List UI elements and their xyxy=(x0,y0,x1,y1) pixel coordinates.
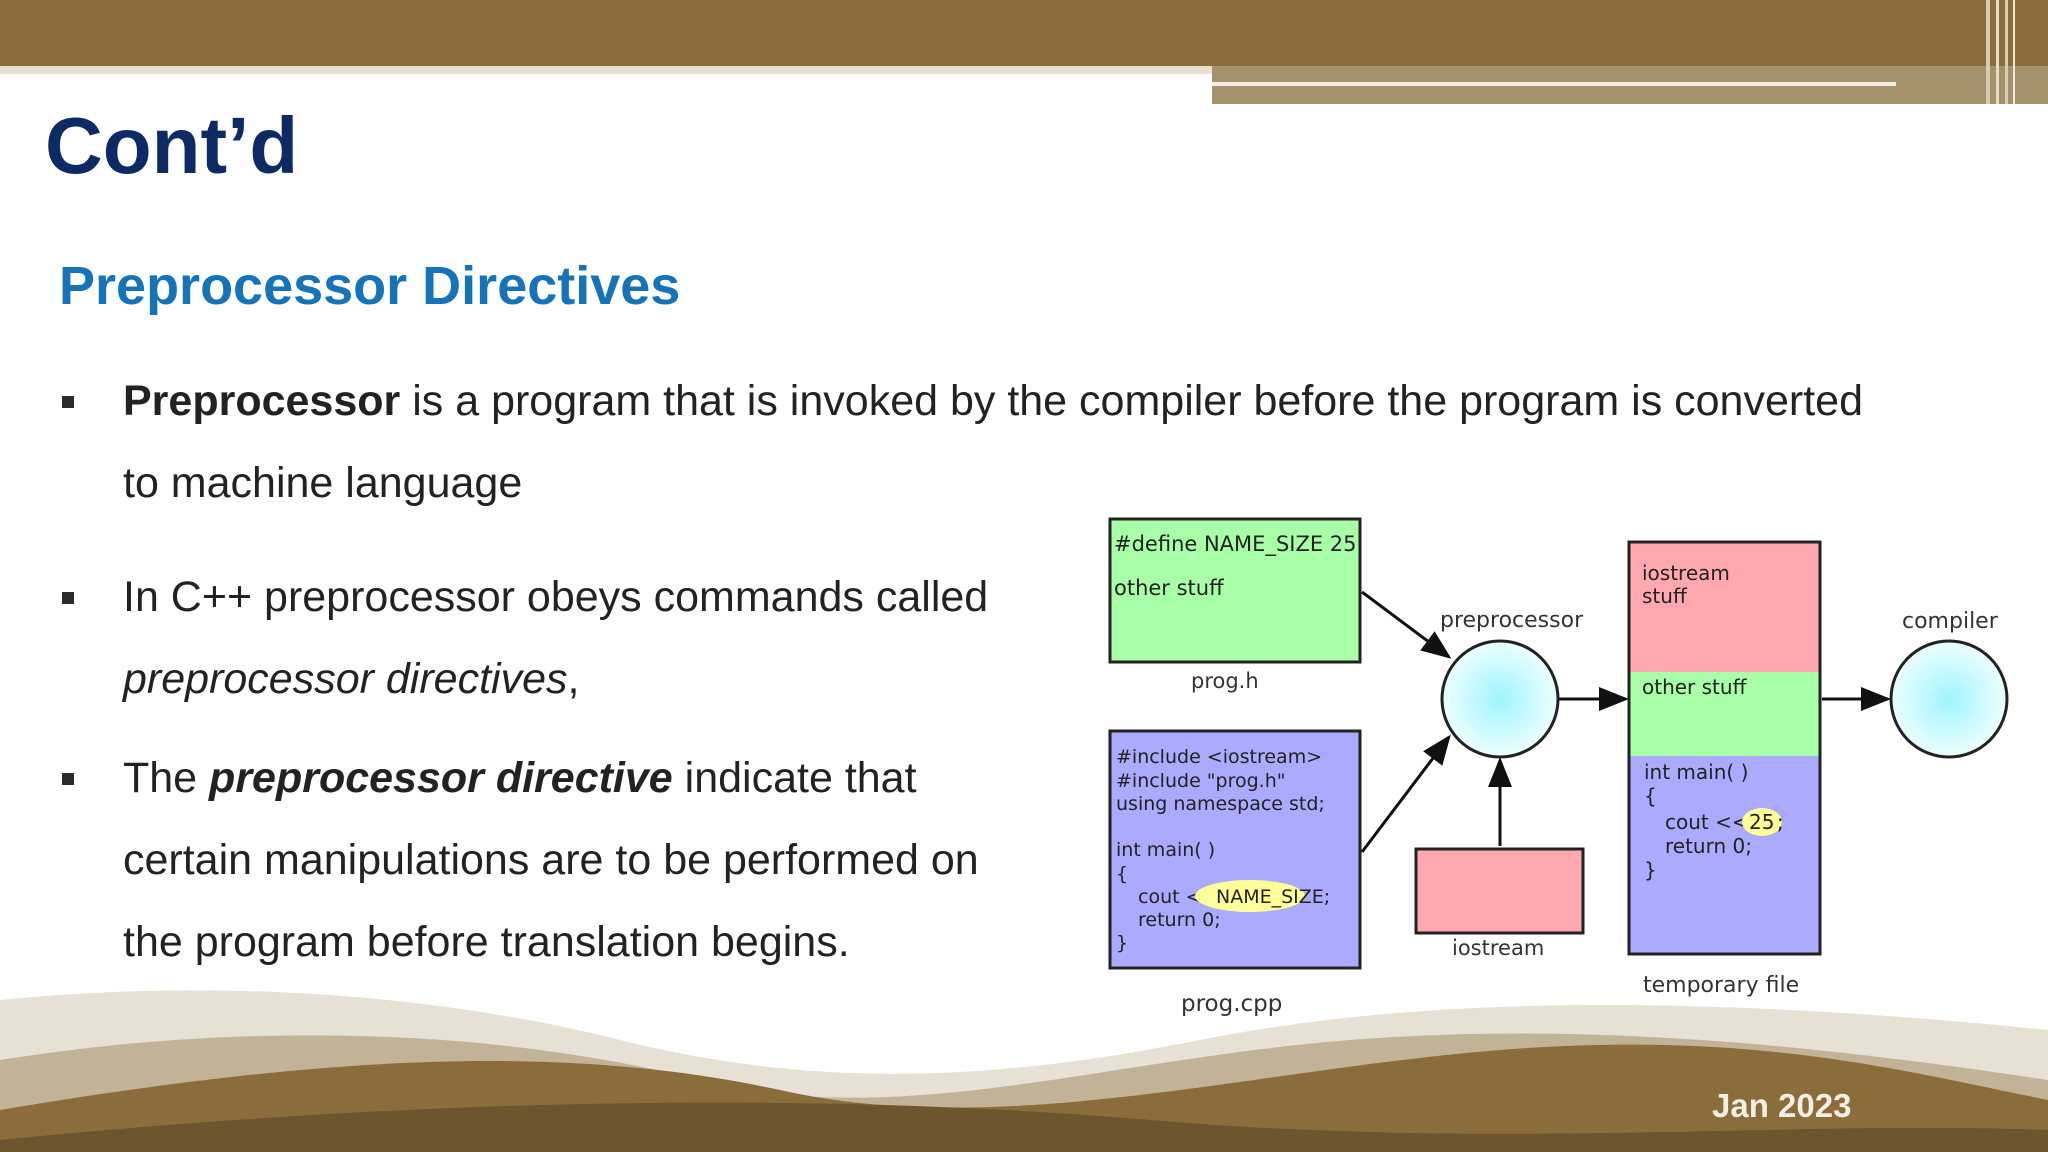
prog-cpp-line: } xyxy=(1116,932,1128,954)
prog-cpp-line: return 0; xyxy=(1138,909,1221,931)
temp-top-line: iostream xyxy=(1642,561,1730,585)
prog-cpp-box xyxy=(1108,729,1362,970)
temp-bottom-line: int main( ) xyxy=(1644,760,1748,784)
iostream-box xyxy=(1414,847,1585,935)
bullet-3-line-2: certain manipulations are to be performe… xyxy=(123,836,979,884)
bullet-1-line-2: to machine language xyxy=(123,459,523,507)
value-25-highlight xyxy=(1742,808,1782,836)
prog-h-box xyxy=(1108,517,1362,664)
bullet-3-line-3: the program before translation begins. xyxy=(123,918,850,966)
prog-cpp-label: prog.cpp xyxy=(1181,991,1282,1017)
temp-top-line: stuff xyxy=(1642,584,1688,608)
temp-bottom-line: { xyxy=(1644,784,1657,808)
arrow-progh-to-preprocessor xyxy=(1361,590,1452,659)
bullet-3-line-1: The preprocessor directive indicate that xyxy=(123,757,917,800)
temp-file-label: temporary file xyxy=(1643,973,1799,998)
prog-cpp-line: #include <iostream> xyxy=(1116,746,1322,768)
prog-h-line-2: other stuff xyxy=(1114,576,1224,600)
slide-subtitle: Preprocessor Directives xyxy=(59,256,681,316)
bullet-3-lead: The xyxy=(123,754,210,802)
temp-file-box xyxy=(1627,540,1822,956)
temp-bottom-line: } xyxy=(1644,858,1657,882)
name-size-highlight xyxy=(1195,880,1305,912)
prog-cpp-line: #include "prog.h" xyxy=(1116,770,1286,792)
prog-cpp-line: NAME_SIZE; xyxy=(1216,886,1330,908)
slide-date: Jan 2023 xyxy=(1712,1087,1852,1124)
temp-file-middle xyxy=(1629,672,1820,756)
bullet-2-line-2: preprocessor directives, xyxy=(123,658,579,701)
bullet-1-line-1: Preprocessor is a program that is invoke… xyxy=(123,380,1863,423)
bullet-marker-3 xyxy=(62,773,74,785)
compiler-label: compiler xyxy=(1902,609,1999,634)
bullet-1-bold-term: Preprocessor xyxy=(123,377,401,425)
bullet-marker-1 xyxy=(62,396,74,408)
temp-middle-line: other stuff xyxy=(1642,675,1748,699)
temp-bottom-line: 25 xyxy=(1749,810,1774,834)
bullet-2-line-1: In C++ preprocessor obeys commands calle… xyxy=(123,573,989,621)
bullet-2-italic-term: preprocessor directives xyxy=(123,655,568,703)
temp-bottom-line: return 0; xyxy=(1665,834,1752,858)
slide-title: Cont’d xyxy=(45,101,299,190)
temp-file-bottom xyxy=(1629,756,1820,954)
temp-bottom-line: ; xyxy=(1777,810,1784,834)
bullet-3-text: indicate that xyxy=(672,754,917,802)
top-decorative-band xyxy=(0,0,2048,104)
bullet-2-comma: , xyxy=(567,655,580,703)
prog-cpp-line: int main( ) xyxy=(1116,839,1215,861)
preprocessor-label: preprocessor xyxy=(1440,608,1584,633)
compiler-circle xyxy=(1889,639,2009,759)
arrow-progcpp-to-preprocessor xyxy=(1360,734,1451,853)
temp-bottom-line: cout << xyxy=(1665,810,1749,834)
bullet-1-text: is a program that is invoked by the comp… xyxy=(400,377,1863,425)
bullet-3-bold-italic-term: preprocessor directive xyxy=(209,754,673,802)
prog-h-label: prog.h xyxy=(1191,669,1259,693)
bullet-marker-2 xyxy=(62,592,74,604)
bottom-decorative-waves xyxy=(0,990,2048,1152)
prog-cpp-line: { xyxy=(1116,863,1128,885)
iostream-label: iostream xyxy=(1452,936,1544,960)
temp-file-top xyxy=(1629,542,1820,672)
prog-cpp-line: using namespace std; xyxy=(1116,793,1325,815)
prog-h-line-1: #define NAME_SIZE 25 xyxy=(1114,532,1357,557)
preprocessor-circle xyxy=(1440,639,1560,759)
